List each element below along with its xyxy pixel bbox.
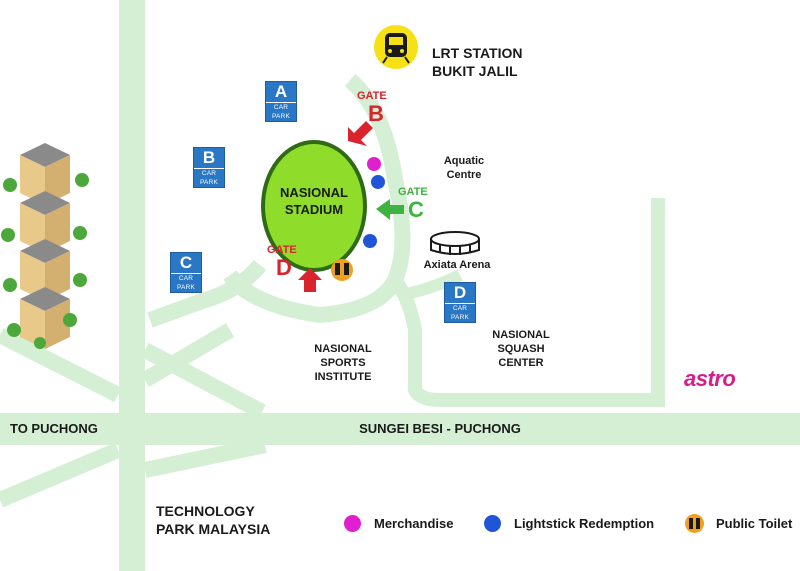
gate-d-letter: D xyxy=(276,255,292,280)
car-park-d[interactable]: D CAR PARK xyxy=(444,282,476,323)
gate-b-arrow xyxy=(348,121,373,146)
sports-institute-label: NASIONAL SPORTS INSTITUTE xyxy=(314,343,372,383)
arena-icon xyxy=(430,231,480,255)
highway-label: SUNGEI BESI - PUCHONG xyxy=(359,421,521,436)
technology-park-label: TECHNOLOGY PARK MALAYSIA xyxy=(156,503,271,537)
gate-b-letter: B xyxy=(368,101,384,126)
building-icon xyxy=(1,143,89,349)
gate-d-arrow xyxy=(298,268,322,292)
aquatic-centre-label: Aquatic Centre xyxy=(443,155,485,181)
car-park-a[interactable]: A CAR PARK xyxy=(265,81,297,122)
gate-c-letter: C xyxy=(408,197,424,222)
astro-logo: astro xyxy=(684,366,736,391)
merchandise-icon xyxy=(344,515,361,532)
toilet-icon xyxy=(685,514,704,533)
to-puchong-label: TO PUCHONG xyxy=(10,421,98,436)
gate-c-word: GATE xyxy=(398,186,428,198)
train-icon xyxy=(374,25,418,69)
car-park-b[interactable]: B CAR PARK xyxy=(193,147,225,188)
lrt-station-label: LRT STATION BUKIT JALIL xyxy=(432,45,523,79)
lightstick-icon xyxy=(484,515,501,532)
stadium-shape xyxy=(261,140,367,272)
gate-d-word: GATE xyxy=(267,244,297,256)
lightstick-marker xyxy=(371,175,385,189)
legend-lightstick-label: Lightstick Redemption xyxy=(514,516,655,531)
gate-c-arrow xyxy=(376,199,404,220)
squash-center-label: NASIONAL SQUASH CENTER xyxy=(492,329,550,369)
stadium-label: NASIONAL STADIUM xyxy=(280,185,348,217)
toilet-icon xyxy=(331,259,353,281)
gate-b-word: GATE xyxy=(357,90,387,102)
car-park-c[interactable]: C CAR PARK xyxy=(170,252,202,293)
lightstick-marker xyxy=(363,234,377,248)
legend-merchandise-label: Merchandise xyxy=(374,516,454,531)
merchandise-marker xyxy=(367,157,381,171)
axiata-arena-label: Axiata Arena xyxy=(423,259,491,271)
legend-toilet-label: Public Toilet xyxy=(716,516,793,531)
